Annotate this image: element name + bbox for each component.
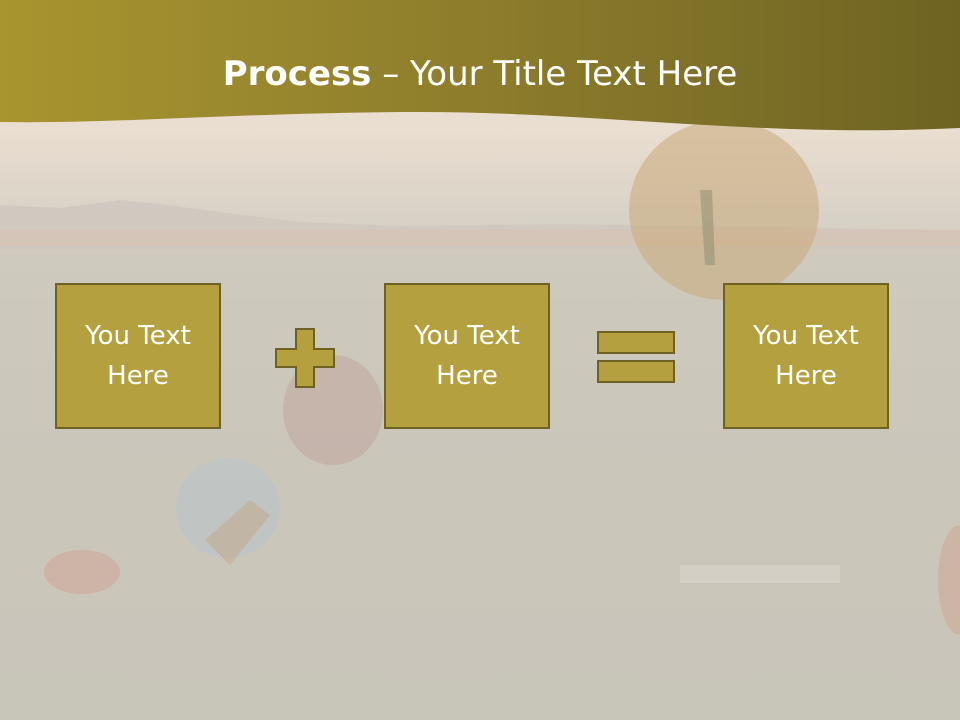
box-3-line-2: Here (775, 361, 837, 391)
equals-icon (597, 331, 675, 383)
process-box-3[interactable]: You Text Here (723, 283, 889, 429)
box-2-line-2: Here (436, 361, 498, 391)
title-bold-word: Process (222, 54, 372, 94)
box-1-line-2: Here (107, 361, 169, 391)
plus-icon (275, 328, 335, 388)
title-banner (0, 0, 960, 131)
process-box-1[interactable]: You Text Here (55, 283, 221, 429)
box-1-line-1: You Text (85, 321, 191, 351)
box-3-line-1: You Text (753, 321, 859, 351)
box-2-line-1: You Text (414, 321, 520, 351)
slide-title: Process – Your Title Text Here (0, 52, 960, 96)
title-text: – Your Title Text Here (371, 54, 738, 94)
process-box-2[interactable]: You Text Here (384, 283, 550, 429)
